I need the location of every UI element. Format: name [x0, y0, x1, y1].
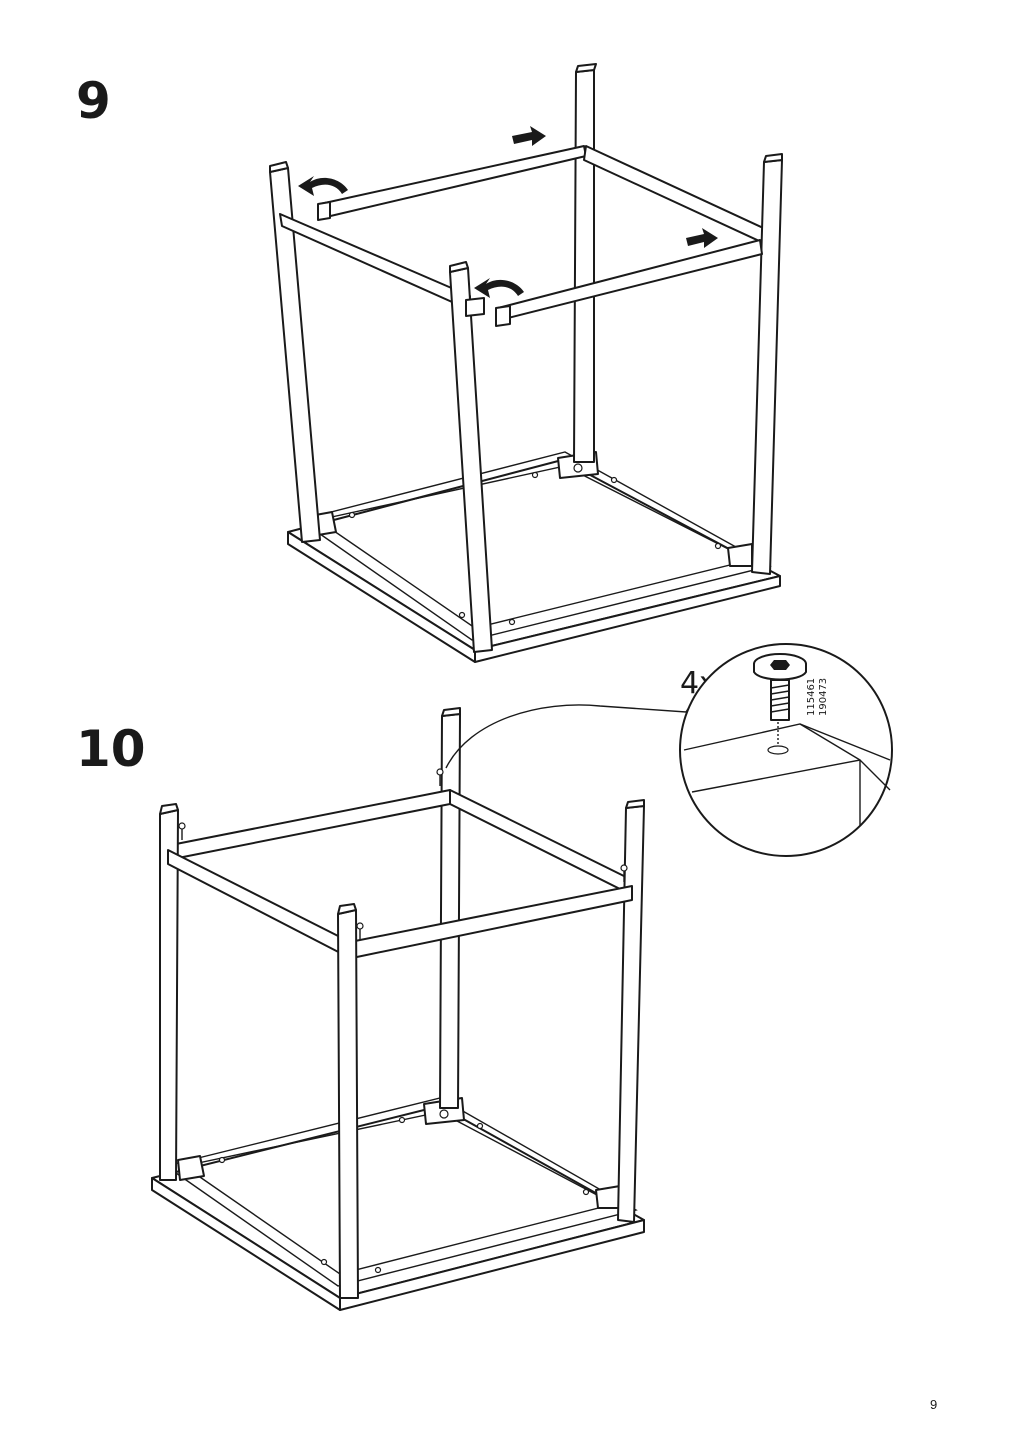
tabletop	[287, 459, 781, 651]
rotate-arrow-icon	[474, 278, 524, 298]
corner-bracket	[595, 1185, 621, 1209]
tabletop	[151, 1105, 645, 1299]
part-number-1: 115461	[806, 678, 817, 716]
callout-leader	[445, 689, 701, 769]
screw-detail-callout: 115461 190473	[445, 643, 893, 857]
push-arrow-icon	[512, 126, 546, 146]
step-10-illustration	[151, 707, 645, 1311]
rail	[349, 885, 633, 959]
screw-icon	[753, 653, 807, 721]
table-leg	[573, 69, 595, 463]
rail	[279, 213, 471, 311]
step-9-illustration	[269, 63, 783, 663]
table-leg	[751, 159, 783, 575]
corner-bracket	[177, 1155, 205, 1181]
rail	[449, 789, 633, 895]
page-number: 9	[930, 1397, 938, 1412]
step-9-number: 9	[76, 72, 111, 130]
rail	[319, 145, 587, 219]
corner-bracket	[727, 543, 753, 567]
rail	[583, 145, 773, 247]
rail	[175, 789, 451, 859]
step-10-number: 10	[76, 720, 146, 778]
rotate-arrow-icon	[298, 176, 348, 196]
table-leg	[337, 909, 359, 1299]
screw-icon	[436, 768, 444, 786]
rail	[167, 849, 351, 959]
rail	[497, 239, 763, 321]
part-number-2: 190473	[818, 678, 829, 716]
screw-icon	[178, 822, 186, 840]
push-arrow-icon	[686, 228, 718, 248]
screw-icon	[356, 922, 364, 940]
screw-icon	[620, 864, 628, 882]
